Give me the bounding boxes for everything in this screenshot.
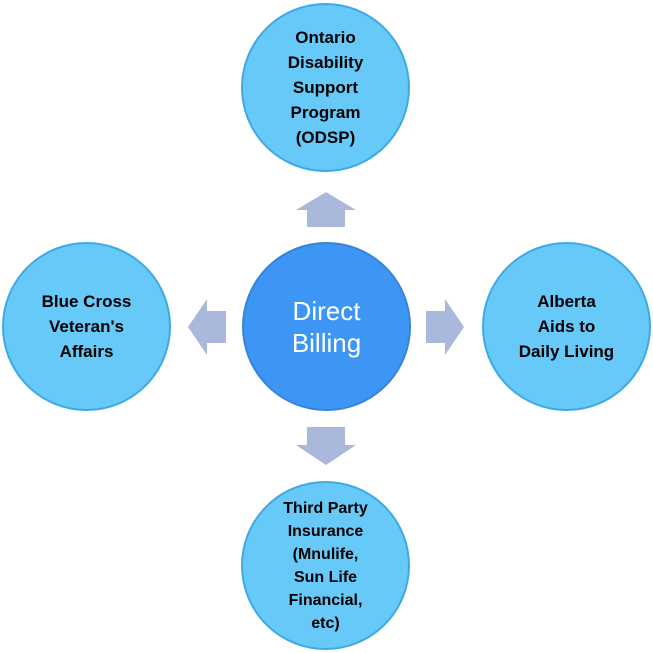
arrow-up [296, 192, 356, 227]
node-blue-cross-label: Blue Cross Veteran's Affairs [41, 292, 132, 361]
node-third-party-insurance: Third Party Insurance (Mnulife, Sun Life… [241, 481, 410, 650]
node-alberta-aids: Alberta Aids to Daily Living [482, 242, 651, 411]
arrow-left [188, 299, 226, 355]
node-direct-billing: Direct Billing [242, 242, 411, 411]
node-odsp: Ontario Disability Support Program (ODSP… [241, 3, 410, 172]
node-alberta-aids-label: Alberta Aids to Daily Living [518, 292, 615, 361]
node-blue-cross: Blue Cross Veteran's Affairs [2, 242, 171, 411]
node-odsp-label: Ontario Disability Support Program (ODSP… [287, 28, 364, 147]
arrow-down [296, 427, 356, 465]
arrow-right [426, 299, 464, 355]
node-third-party-insurance-label: Third Party Insurance (Mnulife, Sun Life… [283, 499, 368, 632]
node-direct-billing-label: Direct Billing [291, 295, 362, 358]
